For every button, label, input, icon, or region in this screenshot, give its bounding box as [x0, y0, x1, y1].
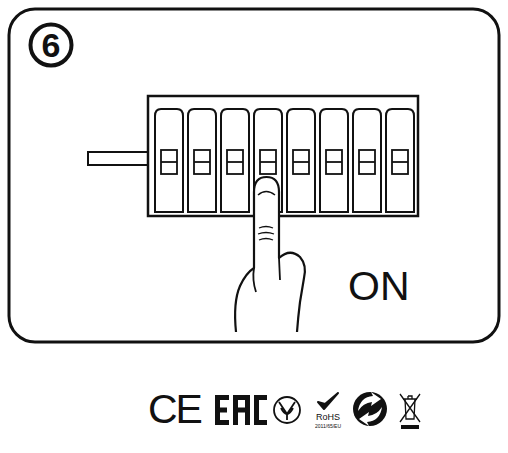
switch-slot	[188, 109, 216, 212]
switch-toggle-line	[359, 161, 375, 163]
switch-toggle-line	[194, 161, 210, 163]
switch-slot	[353, 109, 381, 212]
switch-toggle	[392, 150, 408, 174]
step-number-circle: 6	[28, 22, 74, 68]
eac-mark	[215, 395, 267, 425]
switch-lead	[88, 152, 148, 165]
rohs-label: RoHS	[316, 413, 340, 422]
switch-slot	[155, 109, 183, 212]
switch-slot	[320, 109, 348, 212]
weee-bin-symbol	[400, 394, 420, 429]
green-dot-symbol	[353, 392, 387, 426]
switch-toggle-line	[293, 161, 309, 163]
switch-toggle	[194, 150, 210, 174]
hand	[235, 177, 305, 332]
fingernail	[258, 192, 275, 196]
switch-toggle	[326, 150, 342, 174]
switch-slot	[221, 109, 249, 212]
knuckle-lines	[253, 258, 280, 292]
switch-toggle-line	[392, 161, 408, 163]
switch-toggle-line	[326, 161, 342, 163]
switch-toggle-line	[227, 161, 243, 163]
ukrainian-mark	[274, 397, 300, 423]
rohs-check	[318, 393, 338, 409]
dip-switch-body	[148, 96, 418, 216]
switch-toggle	[359, 150, 375, 174]
rohs-directive: 2011/65/EU	[315, 424, 341, 429]
switch-toggle	[293, 150, 309, 174]
switch-slots	[155, 109, 414, 212]
step-number: 6	[42, 28, 61, 62]
switch-slot	[386, 109, 414, 212]
step-panel	[9, 9, 499, 342]
ce-mark: CE	[148, 389, 201, 430]
switch-toggle	[227, 150, 243, 174]
switch-toggle-line	[260, 161, 276, 163]
on-label: ON	[348, 266, 410, 307]
finger-creases	[258, 227, 274, 241]
switch-toggle	[161, 150, 177, 174]
switch-slot	[287, 109, 315, 212]
switch-toggle	[260, 150, 276, 174]
switch-toggle-line	[161, 161, 177, 163]
